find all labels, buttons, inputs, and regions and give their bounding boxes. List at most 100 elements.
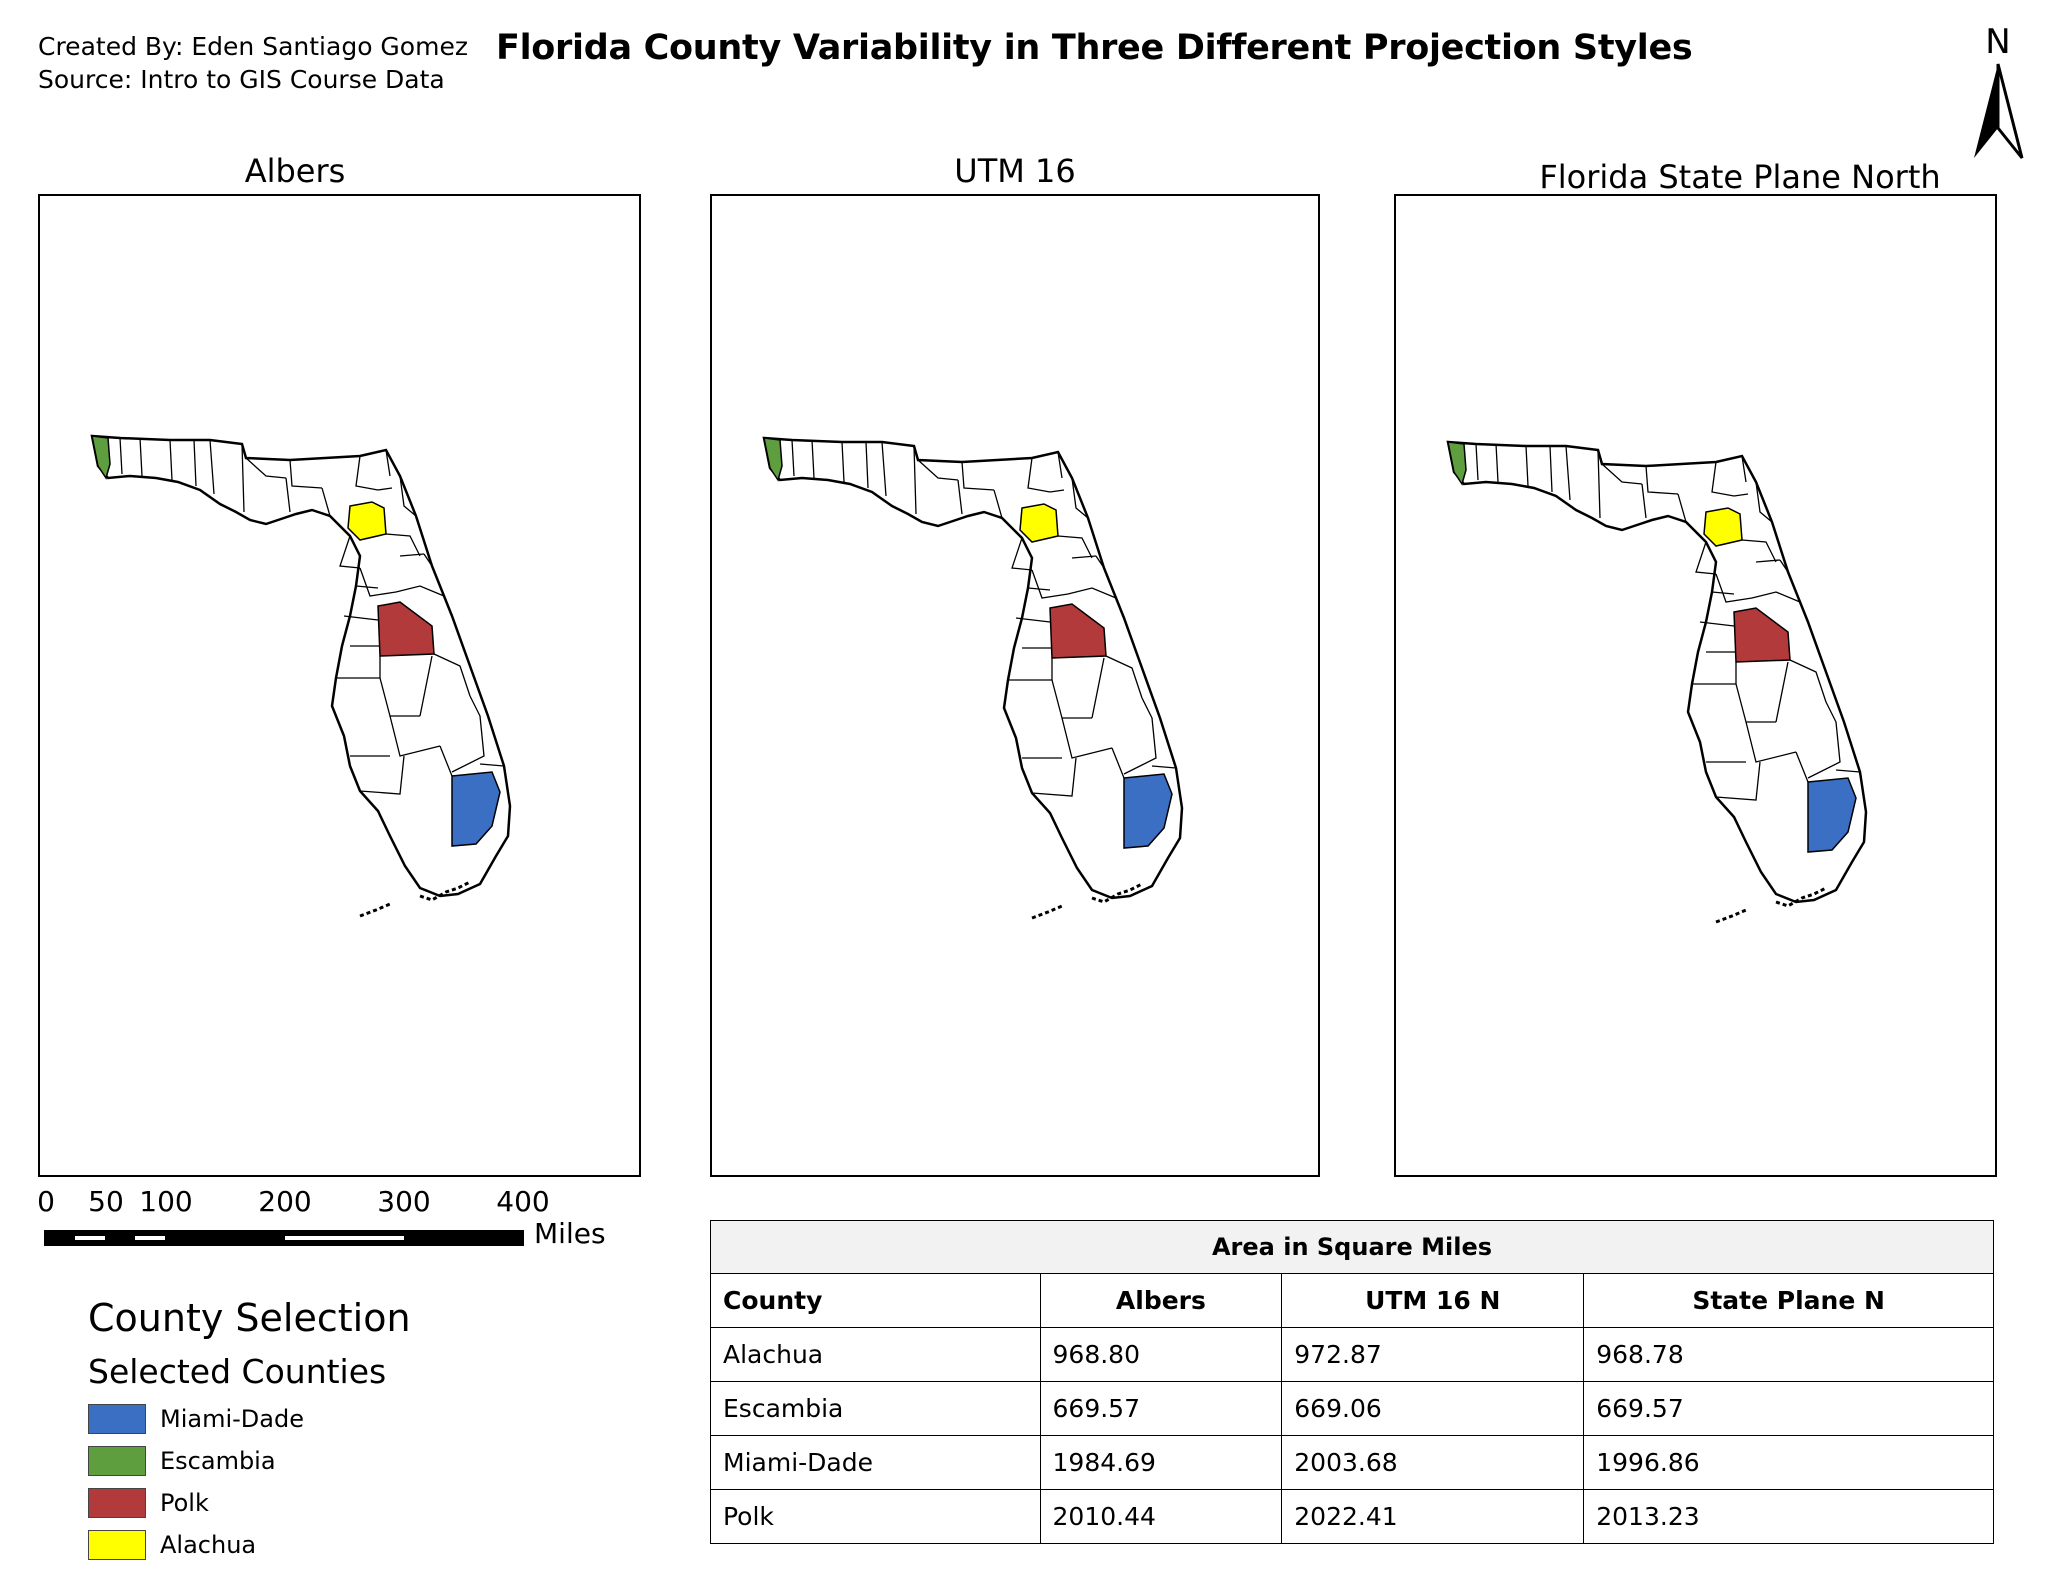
scale-tick-200: 200 bbox=[258, 1185, 312, 1218]
county-boundary bbox=[193, 439, 197, 487]
county-boundary bbox=[1641, 483, 1647, 519]
county-boundary bbox=[1095, 555, 1105, 569]
source-text: Source: Intro to GIS Course Data bbox=[38, 65, 445, 94]
county-boundary bbox=[1071, 477, 1089, 519]
florida-map-state-plane bbox=[1446, 440, 1868, 924]
table-row: Escambia 669.57 669.06 669.57 bbox=[710, 1381, 1994, 1436]
county-escambia bbox=[763, 437, 783, 482]
florida-keys bbox=[419, 880, 471, 902]
county-boundary bbox=[1027, 457, 1051, 493]
north-arrow-icon bbox=[1974, 63, 2024, 159]
legend-label-escambia: Escambia bbox=[160, 1447, 276, 1475]
county-boundary bbox=[841, 441, 845, 483]
county-boundary bbox=[1549, 445, 1553, 493]
county-boundary bbox=[1789, 659, 1827, 703]
table-cell: Miami-Dade bbox=[710, 1435, 1041, 1490]
county-boundary bbox=[339, 535, 361, 569]
north-label: N bbox=[1985, 22, 2011, 62]
county-boundary bbox=[1031, 569, 1069, 599]
florida-keys bbox=[1031, 904, 1063, 920]
county-boundary bbox=[1015, 617, 1051, 623]
county-boundary bbox=[343, 615, 379, 621]
county-boundary bbox=[865, 441, 869, 489]
scale-tick-400: 400 bbox=[496, 1185, 550, 1218]
county-boundary bbox=[169, 439, 173, 481]
county-boundary bbox=[385, 449, 391, 477]
table-cell: 968.80 bbox=[1039, 1327, 1283, 1382]
table-caption: Area in Square Miles bbox=[710, 1220, 1994, 1274]
table-header-row: County Albers UTM 16 N State Plane N bbox=[710, 1273, 1994, 1328]
county-boundary bbox=[1799, 601, 1809, 623]
map-title-albers: Albers bbox=[244, 152, 346, 190]
county-boundary bbox=[1061, 717, 1113, 759]
table-cell: 669.57 bbox=[1583, 1381, 1994, 1436]
legend-label-miami-dade: Miami-Dade bbox=[160, 1405, 304, 1433]
page-title: Florida County Variability in Three Diff… bbox=[496, 28, 1693, 68]
florida-map-utm16 bbox=[762, 436, 1184, 920]
scale-bar-graphic bbox=[44, 1230, 524, 1246]
county-boundary bbox=[443, 595, 453, 617]
county-polk bbox=[1733, 607, 1791, 663]
county-boundary bbox=[1795, 751, 1809, 783]
county-polk bbox=[377, 601, 435, 657]
county-boundary bbox=[359, 567, 397, 597]
county-boundary bbox=[1715, 573, 1753, 603]
county-boundary bbox=[913, 445, 917, 515]
map-title-utm16: UTM 16 bbox=[954, 152, 1076, 190]
county-boundary bbox=[399, 553, 425, 557]
county-boundary bbox=[419, 655, 433, 717]
county-boundary bbox=[389, 715, 441, 757]
county-boundary bbox=[811, 439, 815, 479]
florida-keys bbox=[1715, 908, 1747, 924]
table-header-albers: Albers bbox=[1039, 1273, 1283, 1328]
florida-outline bbox=[762, 436, 1184, 900]
county-alachua bbox=[1703, 507, 1743, 547]
county-boundary bbox=[479, 763, 505, 767]
county-boundary bbox=[1741, 455, 1747, 483]
county-boundary bbox=[1475, 443, 1479, 481]
table-cell: 1984.69 bbox=[1039, 1435, 1283, 1490]
table-row: Polk 2010.44 2022.41 2013.23 bbox=[710, 1489, 1994, 1544]
county-boundary bbox=[1755, 481, 1773, 523]
county-boundary bbox=[1091, 657, 1105, 719]
table-row: Alachua 968.80 972.87 968.78 bbox=[710, 1327, 1994, 1382]
county-boundary bbox=[241, 443, 245, 513]
table-header-utm16: UTM 16 N bbox=[1281, 1273, 1585, 1328]
county-boundary bbox=[917, 459, 959, 481]
florida-keys bbox=[359, 902, 391, 918]
county-boundary bbox=[209, 439, 215, 495]
county-boundary bbox=[1733, 493, 1749, 497]
north-arrow: N bbox=[1968, 22, 2028, 162]
county-boundary bbox=[119, 437, 123, 475]
credits-block: Created By: Eden Santiago Gomez Source: … bbox=[38, 30, 468, 96]
table-row: Miami-Dade 1984.69 2003.68 1996.86 bbox=[710, 1435, 1994, 1490]
county-boundary bbox=[433, 653, 471, 697]
county-boundary bbox=[1699, 621, 1735, 627]
county-boundary bbox=[881, 441, 887, 497]
map-frame-utm16 bbox=[710, 194, 1320, 1177]
county-boundary bbox=[1711, 461, 1735, 497]
county-boundary bbox=[321, 487, 331, 517]
legend-swatch-alachua bbox=[88, 1530, 146, 1560]
scale-unit: Miles bbox=[534, 1217, 606, 1250]
table-cell: 2010.44 bbox=[1039, 1489, 1283, 1544]
county-boundary bbox=[399, 475, 417, 517]
county-boundary bbox=[1751, 591, 1801, 603]
county-boundary bbox=[355, 455, 379, 491]
county-boundary bbox=[1835, 769, 1861, 773]
county-boundary bbox=[1057, 535, 1093, 559]
table-cell: 1996.86 bbox=[1583, 1435, 1994, 1490]
scale-tick-50: 50 bbox=[88, 1185, 124, 1218]
county-boundary bbox=[289, 459, 323, 489]
florida-map-albers bbox=[90, 434, 512, 918]
county-boundary bbox=[1645, 465, 1679, 495]
county-boundary bbox=[993, 489, 1003, 519]
county-boundary bbox=[359, 755, 405, 795]
county-boundary bbox=[1115, 597, 1125, 619]
table-cell: Alachua bbox=[710, 1327, 1041, 1382]
county-boundary bbox=[1123, 697, 1157, 775]
table-cell: Polk bbox=[710, 1489, 1041, 1544]
legend-title: County Selection bbox=[88, 1296, 411, 1340]
county-boundary bbox=[961, 461, 995, 491]
county-boundary bbox=[377, 487, 393, 491]
